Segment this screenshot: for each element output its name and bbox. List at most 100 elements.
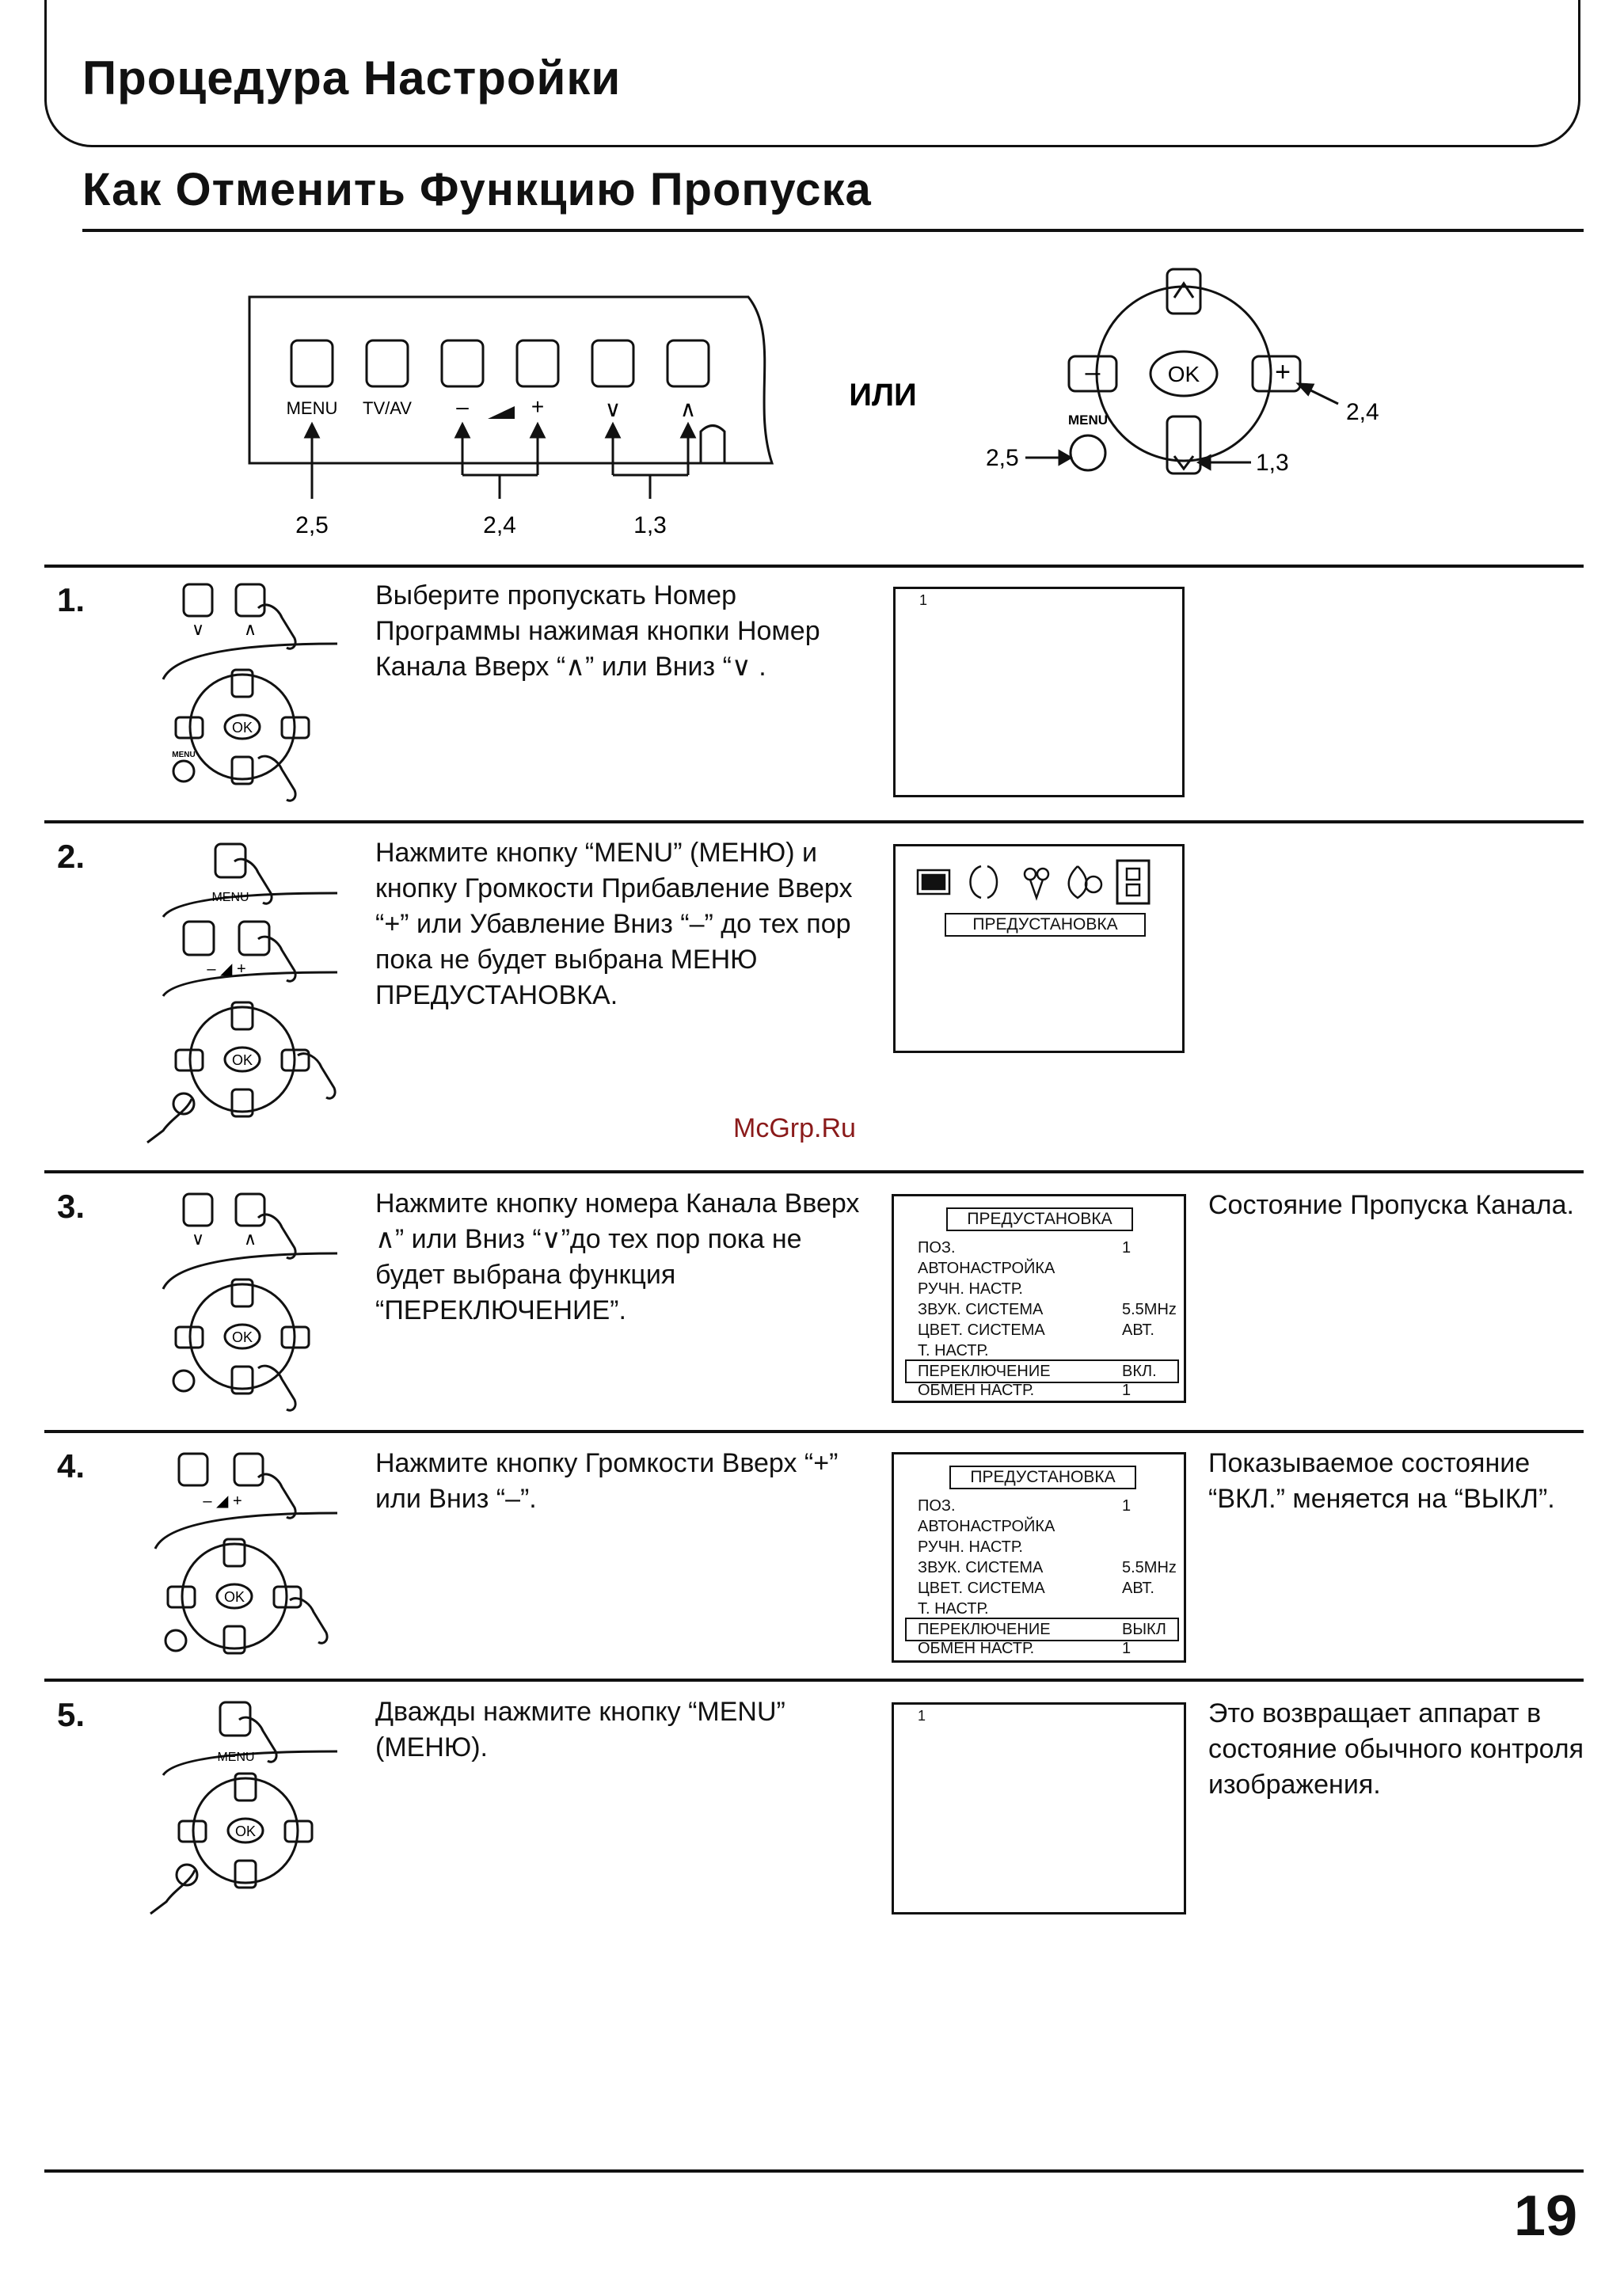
menu-title: ПРЕДУСТАНОВКА <box>946 1207 1133 1231</box>
header-box <box>44 0 1580 147</box>
panel-notch <box>699 424 726 463</box>
up-arrow-icon: ∧ <box>244 619 257 639</box>
ok-label: OK <box>1168 362 1200 386</box>
down-arrow-icon <box>1173 455 1195 471</box>
tv-panel-outline <box>248 295 774 465</box>
step-rule <box>44 1170 1584 1173</box>
overview-diagram: MENU TV/AV – + ∨ ∧ 2,5 2,4 1,3 ИЛИ OK – … <box>248 268 1379 538</box>
up-arrow-icon <box>1173 281 1195 298</box>
channel-number: 1 <box>918 1708 926 1724</box>
menu-row: Т. НАСТР. <box>918 1600 989 1618</box>
menu-label: MENU <box>1068 413 1108 428</box>
step-number: 2. <box>57 838 86 875</box>
label-plus: + <box>531 394 544 419</box>
panel-leaders <box>303 421 697 499</box>
menu-row: ОБМЕН НАСТР.1 <box>918 1640 1131 1657</box>
label-menu: MENU <box>287 398 338 418</box>
remote-nav-pad <box>1067 268 1302 475</box>
section-rule <box>44 565 1584 568</box>
label-tvav: TV/AV <box>363 398 412 418</box>
menu-row: АВТОНАСТРОЙКА <box>918 1260 1055 1277</box>
callout-2-4: 2,4 <box>483 512 516 538</box>
volume-label: – ◢ + <box>203 1492 242 1510</box>
tv-screen: 1 <box>893 587 1185 797</box>
preset-menu-screen: ПРЕДУСТАНОВКА ПОЗ.1 АВТОНАСТРОЙКА РУЧН. … <box>892 1452 1186 1663</box>
ok-label: OK <box>232 1329 253 1345</box>
menu-label: MENU <box>217 1751 254 1764</box>
preset-menu-label: ПРЕДУСТАНОВКА <box>945 913 1146 937</box>
preset-menu-screen: ПРЕДУСТАНОВКА ПОЗ.1 АВТОНАСТРОЙКА РУЧН. … <box>892 1194 1186 1403</box>
remote-callout-1-3: 1,3 <box>1256 450 1289 476</box>
step-number: 5. <box>57 1696 86 1733</box>
or-label: ИЛИ <box>849 378 917 413</box>
step-number: 1. <box>57 581 86 618</box>
pointing-hand-icon <box>257 603 297 650</box>
step-rule <box>44 820 1584 823</box>
step2-illustration: MENU – ◢ + OK <box>146 842 338 1144</box>
menu-row: ОБМЕН НАСТР.1 <box>918 1382 1131 1399</box>
step-number: 4. <box>57 1447 86 1485</box>
timer-icon <box>1067 865 1088 899</box>
tv-screen-menu: ПРЕДУСТАНОВКА <box>893 844 1185 1053</box>
pointing-hand-icon <box>257 755 297 802</box>
setup-icon <box>1023 867 1037 881</box>
menu-label: MENU <box>172 751 195 759</box>
remote-leaders <box>1025 382 1339 471</box>
minus-label: – <box>1086 357 1101 387</box>
menu-row: АВТОНАСТРОЙКА <box>918 1518 1055 1535</box>
step-text: Нажмите кнопку “MENU” (МЕНЮ) и кнопку Гр… <box>375 838 853 1010</box>
title-rule <box>82 229 1584 232</box>
up-arrow-icon: ∧ <box>244 1229 257 1249</box>
section-title: Как Отменить Функцию Пропуска <box>82 164 872 215</box>
picture-icon <box>916 869 951 895</box>
menu-row: Т. НАСТР. <box>918 1342 989 1359</box>
volume-label: – ◢ + <box>207 960 245 978</box>
step4-illustration: – ◢ + OK <box>154 1452 337 1655</box>
page-title: Процедура Настройки <box>82 51 622 105</box>
step-number: 3. <box>57 1188 86 1225</box>
step1-illustration: ∨ ∧ OK MENU <box>162 583 337 802</box>
remote-callout-2-5: 2,5 <box>986 445 1019 471</box>
watermark: McGrp.Ru <box>733 1113 856 1143</box>
step5-illustration: MENU OK <box>150 1701 338 1915</box>
channel-number: 1 <box>919 592 928 608</box>
step-text: Нажмите кнопку номера Канала Вверх ∧” ил… <box>375 1188 860 1325</box>
step-text: Дважды нажмите кнопку “MENU” (МЕНЮ). <box>375 1697 785 1762</box>
menu-icon-bar <box>916 859 1150 905</box>
callout-1-3: 1,3 <box>633 512 667 538</box>
step-text: Выберите пропускать Номер Программы нажи… <box>375 580 820 682</box>
ok-label: OK <box>232 720 253 736</box>
step3-illustration: ∨ ∧ OK <box>162 1192 337 1412</box>
sound-icon <box>969 865 998 899</box>
step-note: Показываемое состояние “ВКЛ.” меняется н… <box>1208 1448 1555 1514</box>
ok-label: OK <box>232 1052 253 1068</box>
step-rule <box>44 1430 1584 1433</box>
step-rule <box>44 1679 1584 1682</box>
plus-label: + <box>1275 357 1291 387</box>
callout-2-5: 2,5 <box>295 512 329 538</box>
step-text: Нажмите кнопку Громкости Вверх “+” или В… <box>375 1448 839 1514</box>
menu-row: ПОЗ.1 <box>918 1239 1131 1257</box>
menu-row: РУЧН. НАСТР. <box>918 1280 1023 1298</box>
tv-screen: 1 <box>892 1702 1186 1914</box>
page-number: 19 <box>1514 2184 1578 2248</box>
footer-rule <box>44 2169 1584 2173</box>
ok-label: OK <box>235 1823 256 1839</box>
preset-icon <box>1116 859 1150 905</box>
ok-label: OK <box>224 1589 245 1605</box>
menu-title: ПРЕДУСТАНОВКА <box>949 1466 1136 1489</box>
down-arrow-icon: ∨ <box>192 1229 204 1249</box>
step-note: Состояние Пропуска Канала. <box>1208 1190 1574 1220</box>
step-note: Это возвращает аппарат в состояние обычн… <box>1208 1698 1584 1800</box>
menu-row: РУЧН. НАСТР. <box>918 1538 1023 1556</box>
label-down: ∨ <box>605 397 622 421</box>
volume-wedge-icon <box>488 406 515 419</box>
label-minus: – <box>456 394 469 419</box>
tv-panel-buttons <box>290 339 710 388</box>
